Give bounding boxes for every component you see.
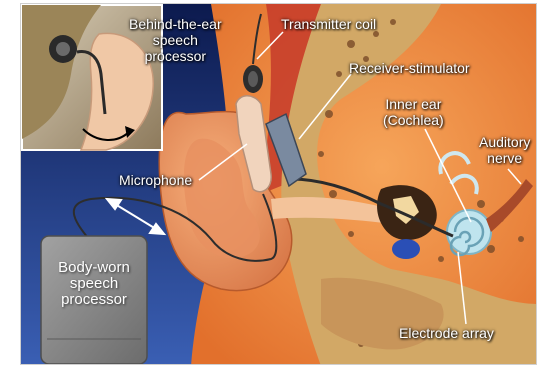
label-behind-the-ear-speech-processor: Behind-the-ear speech processor bbox=[129, 16, 222, 64]
eustachian-tube bbox=[392, 239, 420, 259]
label-microphone: Microphone bbox=[119, 172, 192, 188]
label-receiver-stimulator: Receiver-stimulator bbox=[349, 60, 470, 76]
label-inner-ear-cochlea: Inner ear (Cochlea) bbox=[383, 96, 444, 128]
cochlear-implant-diagram: Behind-the-ear speech processor Transmit… bbox=[20, 3, 537, 365]
label-electrode-array: Electrode array bbox=[399, 325, 494, 341]
label-auditory-nerve: Auditory nerve bbox=[479, 134, 530, 166]
label-transmitter-coil: Transmitter coil bbox=[281, 16, 376, 32]
diagram-artwork bbox=[21, 4, 537, 365]
label-body-worn-speech-processor: Body-worn speech processor bbox=[43, 260, 145, 308]
